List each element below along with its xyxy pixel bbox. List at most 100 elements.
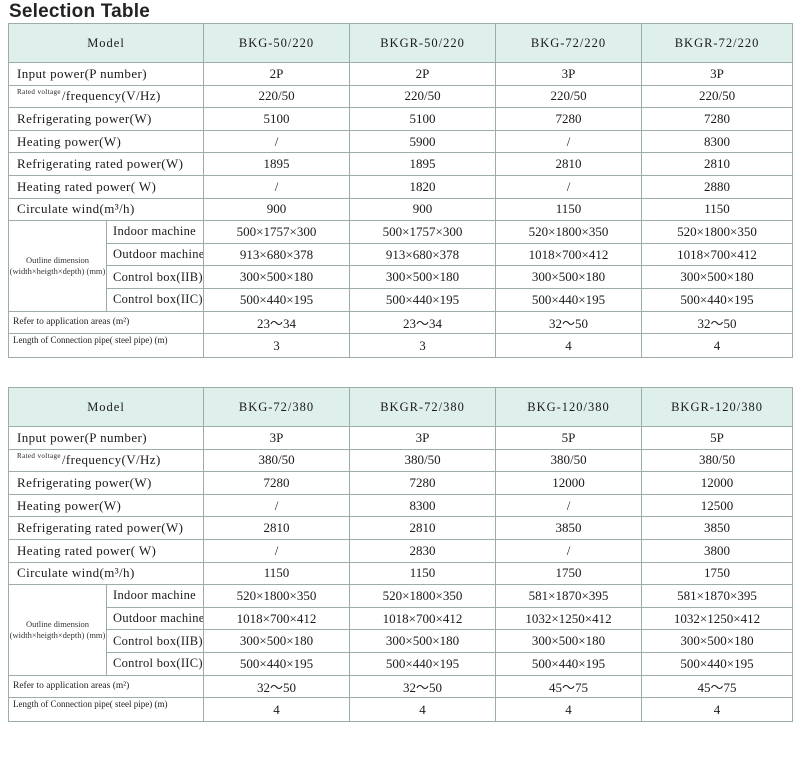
table-row: Heating power(W) / 8300 / 12500 (7, 493, 794, 518)
table-row: Circulate wind(m³/h) 1150 1150 1750 1750 (7, 561, 794, 586)
table-cell: 500×440×195 (349, 651, 497, 676)
table-cell: 45～75 (641, 674, 794, 699)
row-label-main: /frequency(V/Hz) (61, 88, 161, 104)
table-row: Heating power(W) / 5900 / 8300 (7, 129, 794, 154)
outline-dimension-label: Outline dimension (width×heigth×depth) (… (8, 220, 107, 312)
table-cell: / (203, 129, 351, 154)
header-row: Model BKG-50/220 BKGR-50/220 BKG-72/220 … (7, 23, 794, 63)
table-cell: / (495, 493, 643, 518)
row-label: Input power(P number) (7, 426, 205, 450)
table-cell: 2880 (641, 174, 794, 199)
table-cell: 300×500×180 (203, 629, 351, 653)
table-cell: 500×1757×300 (203, 220, 351, 244)
table-cell: 5100 (203, 107, 351, 131)
table-row: Control box(IIC) 500×440×195 500×440×195… (9, 651, 794, 676)
table-row: Refer to application areas (m²) 23～34 23… (7, 310, 794, 335)
table-cell: 500×440×195 (641, 651, 794, 676)
table-cell: 900 (203, 197, 351, 222)
table-cell: 1150 (641, 197, 794, 222)
table-row: Refrigerating power(W) 7280 7280 12000 1… (7, 471, 794, 495)
row-label-small: Rated voltage (17, 452, 61, 461)
table-cell: 500×440×195 (349, 287, 497, 312)
table-row: Control box(IIB) 300×500×180 300×500×180… (9, 265, 794, 289)
row-sublabel: Control box(IIB) (105, 629, 205, 653)
table-cell: 2810 (495, 152, 643, 176)
table-row: Heating rated power( W) / 1820 / 2880 (7, 174, 794, 199)
table-cell: 32～50 (203, 674, 351, 699)
row-label: Refer to application areas (m²) (7, 310, 205, 335)
table-row: Outdoor machine 913×680×378 913×680×378 … (9, 242, 794, 267)
table-cell: 300×500×180 (495, 629, 643, 653)
table-row: Control box(IIC) 500×440×195 500×440×195… (9, 287, 794, 312)
table-cell: 3850 (641, 516, 794, 540)
table-cell: 12500 (641, 493, 794, 518)
table-cell: 7280 (203, 471, 351, 495)
row-label: Refer to application areas (m²) (7, 674, 205, 699)
table-cell: 220/50 (641, 84, 794, 109)
table-row: Refer to application areas (m²) 32～50 32… (7, 674, 794, 699)
row-label: Circulate wind(m³/h) (7, 561, 205, 586)
table-cell: / (203, 538, 351, 563)
table-cell: 7280 (349, 471, 497, 495)
table-row: Control box(IIB) 300×500×180 300×500×180… (9, 629, 794, 653)
row-label: Refrigerating rated power(W) (7, 516, 205, 540)
row-label: Heating power(W) (7, 493, 205, 518)
table-cell: 7280 (495, 107, 643, 131)
table-cell: 300×500×180 (641, 629, 794, 653)
table-cell: 913×680×378 (203, 242, 351, 267)
model-cell: BKGR-72/220 (641, 23, 794, 63)
table-cell: 8300 (349, 493, 497, 518)
table-row: Outline dimension (width×heigth×depth) (… (8, 584, 794, 676)
model-cell: BKG-50/220 (203, 23, 351, 63)
table-cell: 581×1870×395 (495, 584, 643, 608)
model-cell: BKG-72/380 (203, 387, 351, 427)
table-cell: 1750 (495, 561, 643, 586)
table-cell: 4 (641, 333, 794, 359)
table-row: Circulate wind(m³/h) 900 900 1150 1150 (7, 197, 794, 222)
table-row: Rated voltage/frequency(V/Hz) 220/50 220… (7, 84, 794, 109)
row-label: Heating power(W) (7, 129, 205, 154)
table-cell: 500×1757×300 (349, 220, 497, 244)
table-row: Refrigerating power(W) 5100 5100 7280 72… (7, 107, 794, 131)
table-row: Length of Connection pipe( steel pipe) (… (7, 697, 794, 723)
table-cell: 8300 (641, 129, 794, 154)
table-cell: 2P (203, 62, 351, 86)
row-label: Length of Connection pipe( steel pipe) (… (7, 697, 205, 723)
table-cell: 520×1800×350 (349, 584, 497, 608)
table-cell: 7280 (641, 107, 794, 131)
row-label: Refrigerating rated power(W) (7, 152, 205, 176)
table-cell: 3P (349, 426, 497, 450)
table-cell: 32～50 (495, 310, 643, 335)
table-cell: 1018×700×412 (495, 242, 643, 267)
table-cell: 500×440×195 (495, 651, 643, 676)
table-cell: 220/50 (495, 84, 643, 109)
table-row: Outdoor machine 1018×700×412 1018×700×41… (9, 606, 794, 631)
table-cell: / (495, 538, 643, 563)
table-cell: / (203, 174, 351, 199)
table-cell: 45～75 (495, 674, 643, 699)
header-row: Model BKG-72/380 BKGR-72/380 BKG-120/380… (7, 387, 794, 427)
table-row: Input power(P number) 2P 2P 3P 3P (7, 62, 794, 86)
table-cell: 4 (349, 697, 497, 723)
table-row: Refrigerating rated power(W) 2810 2810 3… (7, 516, 794, 540)
table-cell: 23～34 (349, 310, 497, 335)
table-cell: 520×1800×350 (203, 584, 351, 608)
table-row: Input power(P number) 3P 3P 5P 5P (7, 426, 794, 450)
row-sublabel: Control box(IIC) (105, 287, 205, 312)
row-sublabel: Indoor machine (105, 584, 205, 608)
table-cell: 2810 (349, 516, 497, 540)
table-cell: 380/50 (349, 448, 497, 473)
table-cell: 3P (641, 62, 794, 86)
table-cell: 380/50 (495, 448, 643, 473)
row-label-main: /frequency(V/Hz) (61, 452, 161, 468)
table-cell: 300×500×180 (495, 265, 643, 289)
row-label: Heating rated power( W) (7, 174, 205, 199)
table-cell: 5P (495, 426, 643, 450)
table-cell: 500×440×195 (203, 651, 351, 676)
table-cell: / (495, 174, 643, 199)
table-cell: 3 (349, 333, 497, 359)
table-cell: 1150 (495, 197, 643, 222)
table-cell: / (203, 493, 351, 518)
model-cell: BKGR-120/380 (641, 387, 794, 427)
table-cell: 300×500×180 (203, 265, 351, 289)
